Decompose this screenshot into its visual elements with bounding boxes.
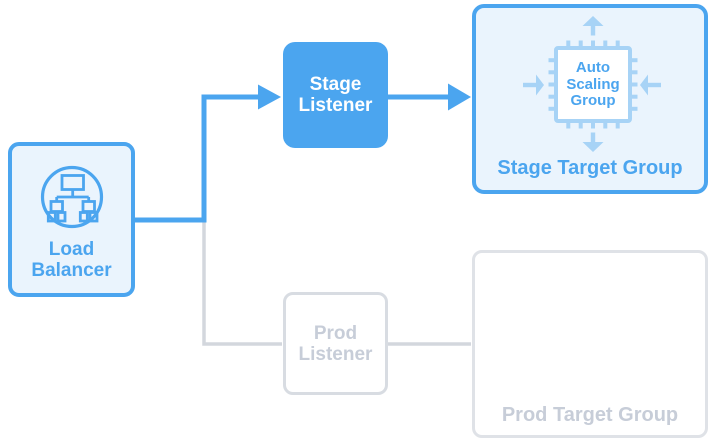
prod-listener-label: Prod Listener bbox=[298, 322, 373, 365]
stage-listener-label: Stage Listener bbox=[298, 74, 373, 116]
prod-target-group-label: Prod Target Group bbox=[501, 404, 679, 426]
stage-target-group-label: Stage Target Group bbox=[497, 157, 683, 179]
node-stage-target-group: Auto Scaling Group Stage Target Group bbox=[472, 4, 708, 194]
load-balancer-label: Load Balancer bbox=[31, 239, 112, 281]
edge-load-balancer-to-stage-listener bbox=[133, 84, 281, 223]
auto-scaling-group-icon bbox=[523, 16, 661, 152]
node-stage-listener: Stage Listener bbox=[283, 42, 388, 148]
node-prod-listener: Prod Listener bbox=[283, 292, 388, 395]
scale-arrows bbox=[523, 16, 661, 152]
edge-load-balancer-to-prod-listener bbox=[202, 220, 282, 346]
arrowhead-into-stage-listener bbox=[258, 84, 281, 110]
load-balancer-icon bbox=[40, 165, 103, 229]
auto-scaling-group-label: Auto Scaling Group bbox=[566, 59, 620, 110]
node-load-balancer: Load Balancer bbox=[8, 142, 135, 297]
chip-body bbox=[554, 46, 632, 123]
chip-pins bbox=[548, 40, 638, 129]
node-prod-target-group: Prod Target Group bbox=[472, 250, 708, 438]
arrowhead-into-stage-target-group bbox=[448, 83, 471, 111]
edge-stage-listener-to-stage-target-group bbox=[387, 83, 471, 111]
